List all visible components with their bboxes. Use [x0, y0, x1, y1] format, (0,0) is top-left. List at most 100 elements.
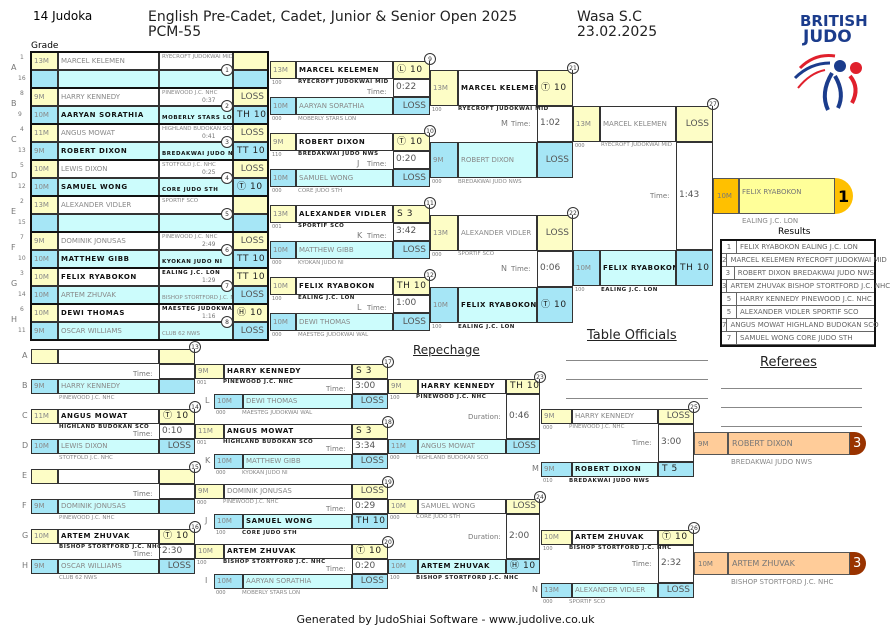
match-time: 2:00 — [509, 530, 530, 541]
result-place: 2 — [722, 254, 728, 266]
grade-cell: 9M — [31, 379, 58, 394]
competitor-name[interactable]: HARRY KENNEDY — [224, 364, 352, 379]
competitor-name[interactable]: ARTEM ZHUVAK — [58, 529, 159, 544]
pool-letter: E — [11, 207, 17, 216]
competitor-name[interactable]: ANGUS MOWAT — [224, 424, 352, 439]
competitor-name[interactable]: OSCAR WILLIAMS — [58, 559, 159, 574]
competitor-club: MOBERLY STARS LON — [242, 590, 301, 596]
competitor-club: CLUB 62 NWS — [59, 575, 97, 581]
result-place: 1 — [722, 241, 737, 253]
official-line — [566, 360, 708, 361]
result-name: ARTEM ZHUVAK BISHOP STORTFORD J.C. NHC — [730, 282, 891, 290]
competitor-name[interactable]: MARCEL KELEMEN — [296, 61, 393, 79]
result-place: 5 — [722, 293, 737, 305]
competitor-name[interactable]: DEWI THOMAS — [243, 394, 352, 409]
grade-cell: 10M — [195, 544, 224, 559]
score-code: 100 — [216, 530, 226, 536]
grade-cell: 10M — [31, 529, 58, 544]
competitor-club: PINEWOOD J.C. NHC — [223, 499, 279, 505]
competitor-name[interactable]: AARYAN SORATHIA — [296, 97, 393, 115]
match-number: 22 — [567, 207, 579, 219]
competitor-name[interactable]: ANGUS MOWAT — [58, 409, 159, 424]
competitor-name[interactable]: HARRY KENNEDY — [58, 379, 159, 394]
score-cell: S 3 — [352, 424, 388, 439]
match-box — [30, 267, 269, 305]
result-name: FELIX RYABOKON EALING J.C. LON — [740, 243, 858, 251]
competitor-name[interactable]: MATTHEW GIBB — [296, 241, 393, 259]
competitor-name[interactable]: ROBERT DIXON — [296, 133, 393, 151]
competitor-name[interactable]: HARRY KENNEDY — [418, 379, 506, 394]
match-time: 3:34 — [355, 440, 376, 451]
grade-cell: 13M — [430, 70, 458, 106]
competitor-name[interactable]: ANGUS MOWAT — [418, 439, 506, 454]
match-time: 1:02 — [540, 118, 561, 128]
competitor-name[interactable]: DOMINIK JONUSAS — [58, 499, 159, 514]
competitor-name[interactable]: FELIX RYABOKON — [458, 287, 537, 323]
match-time: 0:41 — [202, 133, 216, 140]
competitor-club: BREDAKWAI JUDO NWS — [298, 151, 379, 157]
score-code: 100 — [543, 546, 553, 552]
competitor-name[interactable]: SAMUEL WONG — [243, 514, 352, 529]
competitor-name[interactable]: MATTHEW GIBB — [243, 454, 352, 469]
match-number: 17 — [382, 356, 394, 368]
competitor-name[interactable]: ROBERT DIXON — [572, 462, 658, 477]
time-label: Time: — [367, 88, 387, 96]
score-code: 000 — [390, 515, 400, 521]
score-cell: LOSS — [352, 484, 388, 499]
competitor-name[interactable]: ROBERT DIXON — [458, 142, 537, 178]
competitor-name[interactable]: SAMUEL WONG — [296, 169, 393, 187]
match-box — [30, 123, 269, 161]
time-label: Time: — [326, 445, 346, 453]
official-line — [566, 398, 708, 399]
match-box — [30, 303, 269, 341]
pool-letter: F — [22, 501, 27, 510]
pool-letter: F — [11, 243, 16, 252]
score-code: 000 — [272, 332, 282, 338]
competitor-name[interactable] — [58, 349, 159, 364]
score-code: 000 — [216, 590, 226, 596]
competitor-name[interactable]: FELIX RYABOKON — [296, 277, 393, 295]
match-box — [30, 231, 269, 269]
competitor-name[interactable]: ALEXANDER VIDLER — [296, 205, 393, 223]
pool-letter: A — [22, 351, 28, 360]
score-cell — [159, 469, 195, 484]
score-cell: LOSS — [658, 409, 694, 424]
competitor-name[interactable]: DOMINIK JONUSAS — [224, 484, 352, 499]
competitor-name[interactable]: MARCEL KELEMEN — [600, 106, 676, 142]
competitor-name[interactable]: ARTEM ZHUVAK — [418, 559, 506, 574]
grade-cell: 9M — [31, 499, 58, 514]
competitor-name[interactable]: LEWIS DIXON — [58, 439, 159, 454]
place-badge: 3 — [850, 432, 866, 455]
competitor-name[interactable]: MARCEL KELEMEN — [458, 70, 537, 106]
grade-cell: 9M — [388, 379, 418, 394]
competitor-club: CORE JUDO STH — [416, 514, 461, 520]
competitor-name[interactable]: ARTEM ZHUVAK — [572, 530, 658, 545]
result-name: ALEXANDER VIDLER SPORTIF SCO — [740, 308, 859, 316]
match-number: 8 — [221, 316, 233, 328]
match-number: 4 — [221, 172, 233, 184]
competitor-name[interactable]: DEWI THOMAS — [296, 313, 393, 331]
score-cell: LOSS — [159, 439, 195, 454]
score-cell: LOSS — [393, 241, 430, 259]
competitor-name[interactable]: FELIX RYABOKON — [600, 250, 676, 286]
competitor-name[interactable]: ALEXANDER VIDLER — [572, 583, 658, 598]
result-name: MARCEL KELEMEN RYECROFT JUDOKWAI MID — [730, 256, 887, 264]
match-number: 2 — [221, 100, 233, 112]
competitor-name[interactable]: HARRY KENNEDY — [572, 409, 658, 424]
table-officials-title: Table Officials — [587, 328, 677, 343]
score-cell: Ⓣ 10 — [537, 70, 573, 106]
competitor-name[interactable] — [58, 469, 159, 484]
competitor-name[interactable]: ARTEM ZHUVAK — [224, 544, 352, 559]
grade-cell: 9M — [430, 142, 458, 178]
time-label: Time: — [367, 232, 387, 240]
score-cell: LOSS — [352, 394, 388, 409]
competitor-name[interactable]: AARYAN SORATHIA — [243, 574, 352, 589]
score-cell: LOSS — [658, 583, 694, 598]
competitor-name[interactable]: SAMUEL WONG — [418, 499, 506, 514]
match-time: 0:29 — [355, 500, 376, 511]
score-cell: Ⓣ 10 — [352, 544, 388, 559]
competitor-club: CORE JUDO STH — [242, 530, 298, 536]
competitor-name[interactable]: ALEXANDER VIDLER — [458, 215, 537, 251]
bracket-line — [194, 349, 195, 394]
